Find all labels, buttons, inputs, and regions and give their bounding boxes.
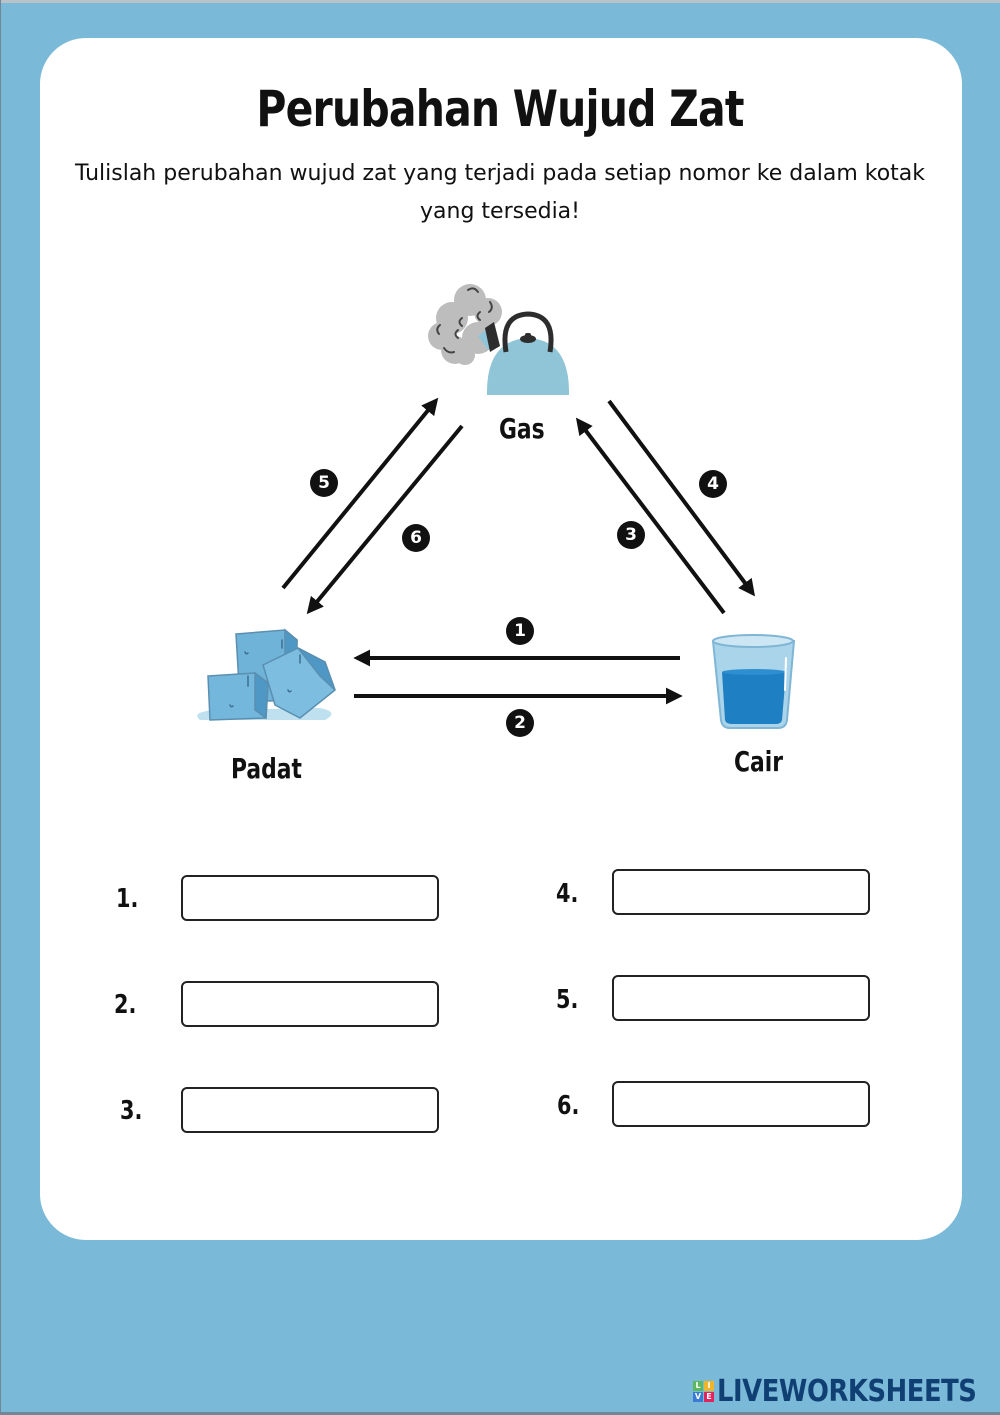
logo-text: LIVEWORKSHEETS [717,1373,977,1409]
top-border [0,0,1000,3]
arrow-3 [575,417,726,615]
left-border [0,0,1,1415]
water-glass-icon [711,634,796,729]
arrow-badge-5: 5 [310,469,338,497]
arrow-badge-2: 2 [506,709,534,737]
logo-tile-i: I [704,1380,714,1391]
worksheet-instruction: Tulislah perubahan wujud zat yang terjad… [74,161,926,224]
arrow-4 [607,399,756,597]
state-label-liquid: Cair [734,745,784,778]
bottom-border [0,1412,1000,1415]
arrow-badge-3: 3 [617,521,645,549]
worksheet-title: Perubahan Wujud Zat [256,80,744,138]
answer-label-6: 6. [557,1091,580,1121]
liveworksheets-logo[interactable]: L I V E LIVEWORKSHEETS [693,1373,1000,1409]
arrow-badge-4: 4 [699,470,727,498]
logo-tile-l: L [693,1380,703,1391]
answer-label-3: 3. [120,1096,143,1126]
state-label-gas: Gas [499,412,545,445]
answer-label-5: 5. [556,985,579,1015]
logo-tile-e: E [704,1391,714,1402]
arrow-5 [281,397,439,590]
answer-input-5[interactable] [612,975,870,1021]
arrow-badge-6: 6 [402,524,430,552]
answer-label-1: 1. [116,884,139,914]
answer-input-4[interactable] [612,869,870,915]
logo-tile-v: V [693,1391,703,1402]
answer-input-2[interactable] [181,981,439,1027]
ice-cubes-icon [197,628,336,721]
arrow-badge-1: 1 [506,617,534,645]
logo-tiles-icon: L I V E [693,1380,714,1402]
state-label-solid: Padat [231,752,302,785]
kettle-steam-icon [428,284,570,395]
answer-label-2: 2. [114,990,137,1020]
answer-input-3[interactable] [181,1087,439,1133]
answer-input-1[interactable] [181,875,439,921]
worksheet-card [40,38,962,1240]
arrow-6 [306,424,464,615]
answer-label-4: 4. [556,879,579,909]
answer-input-6[interactable] [612,1081,870,1127]
